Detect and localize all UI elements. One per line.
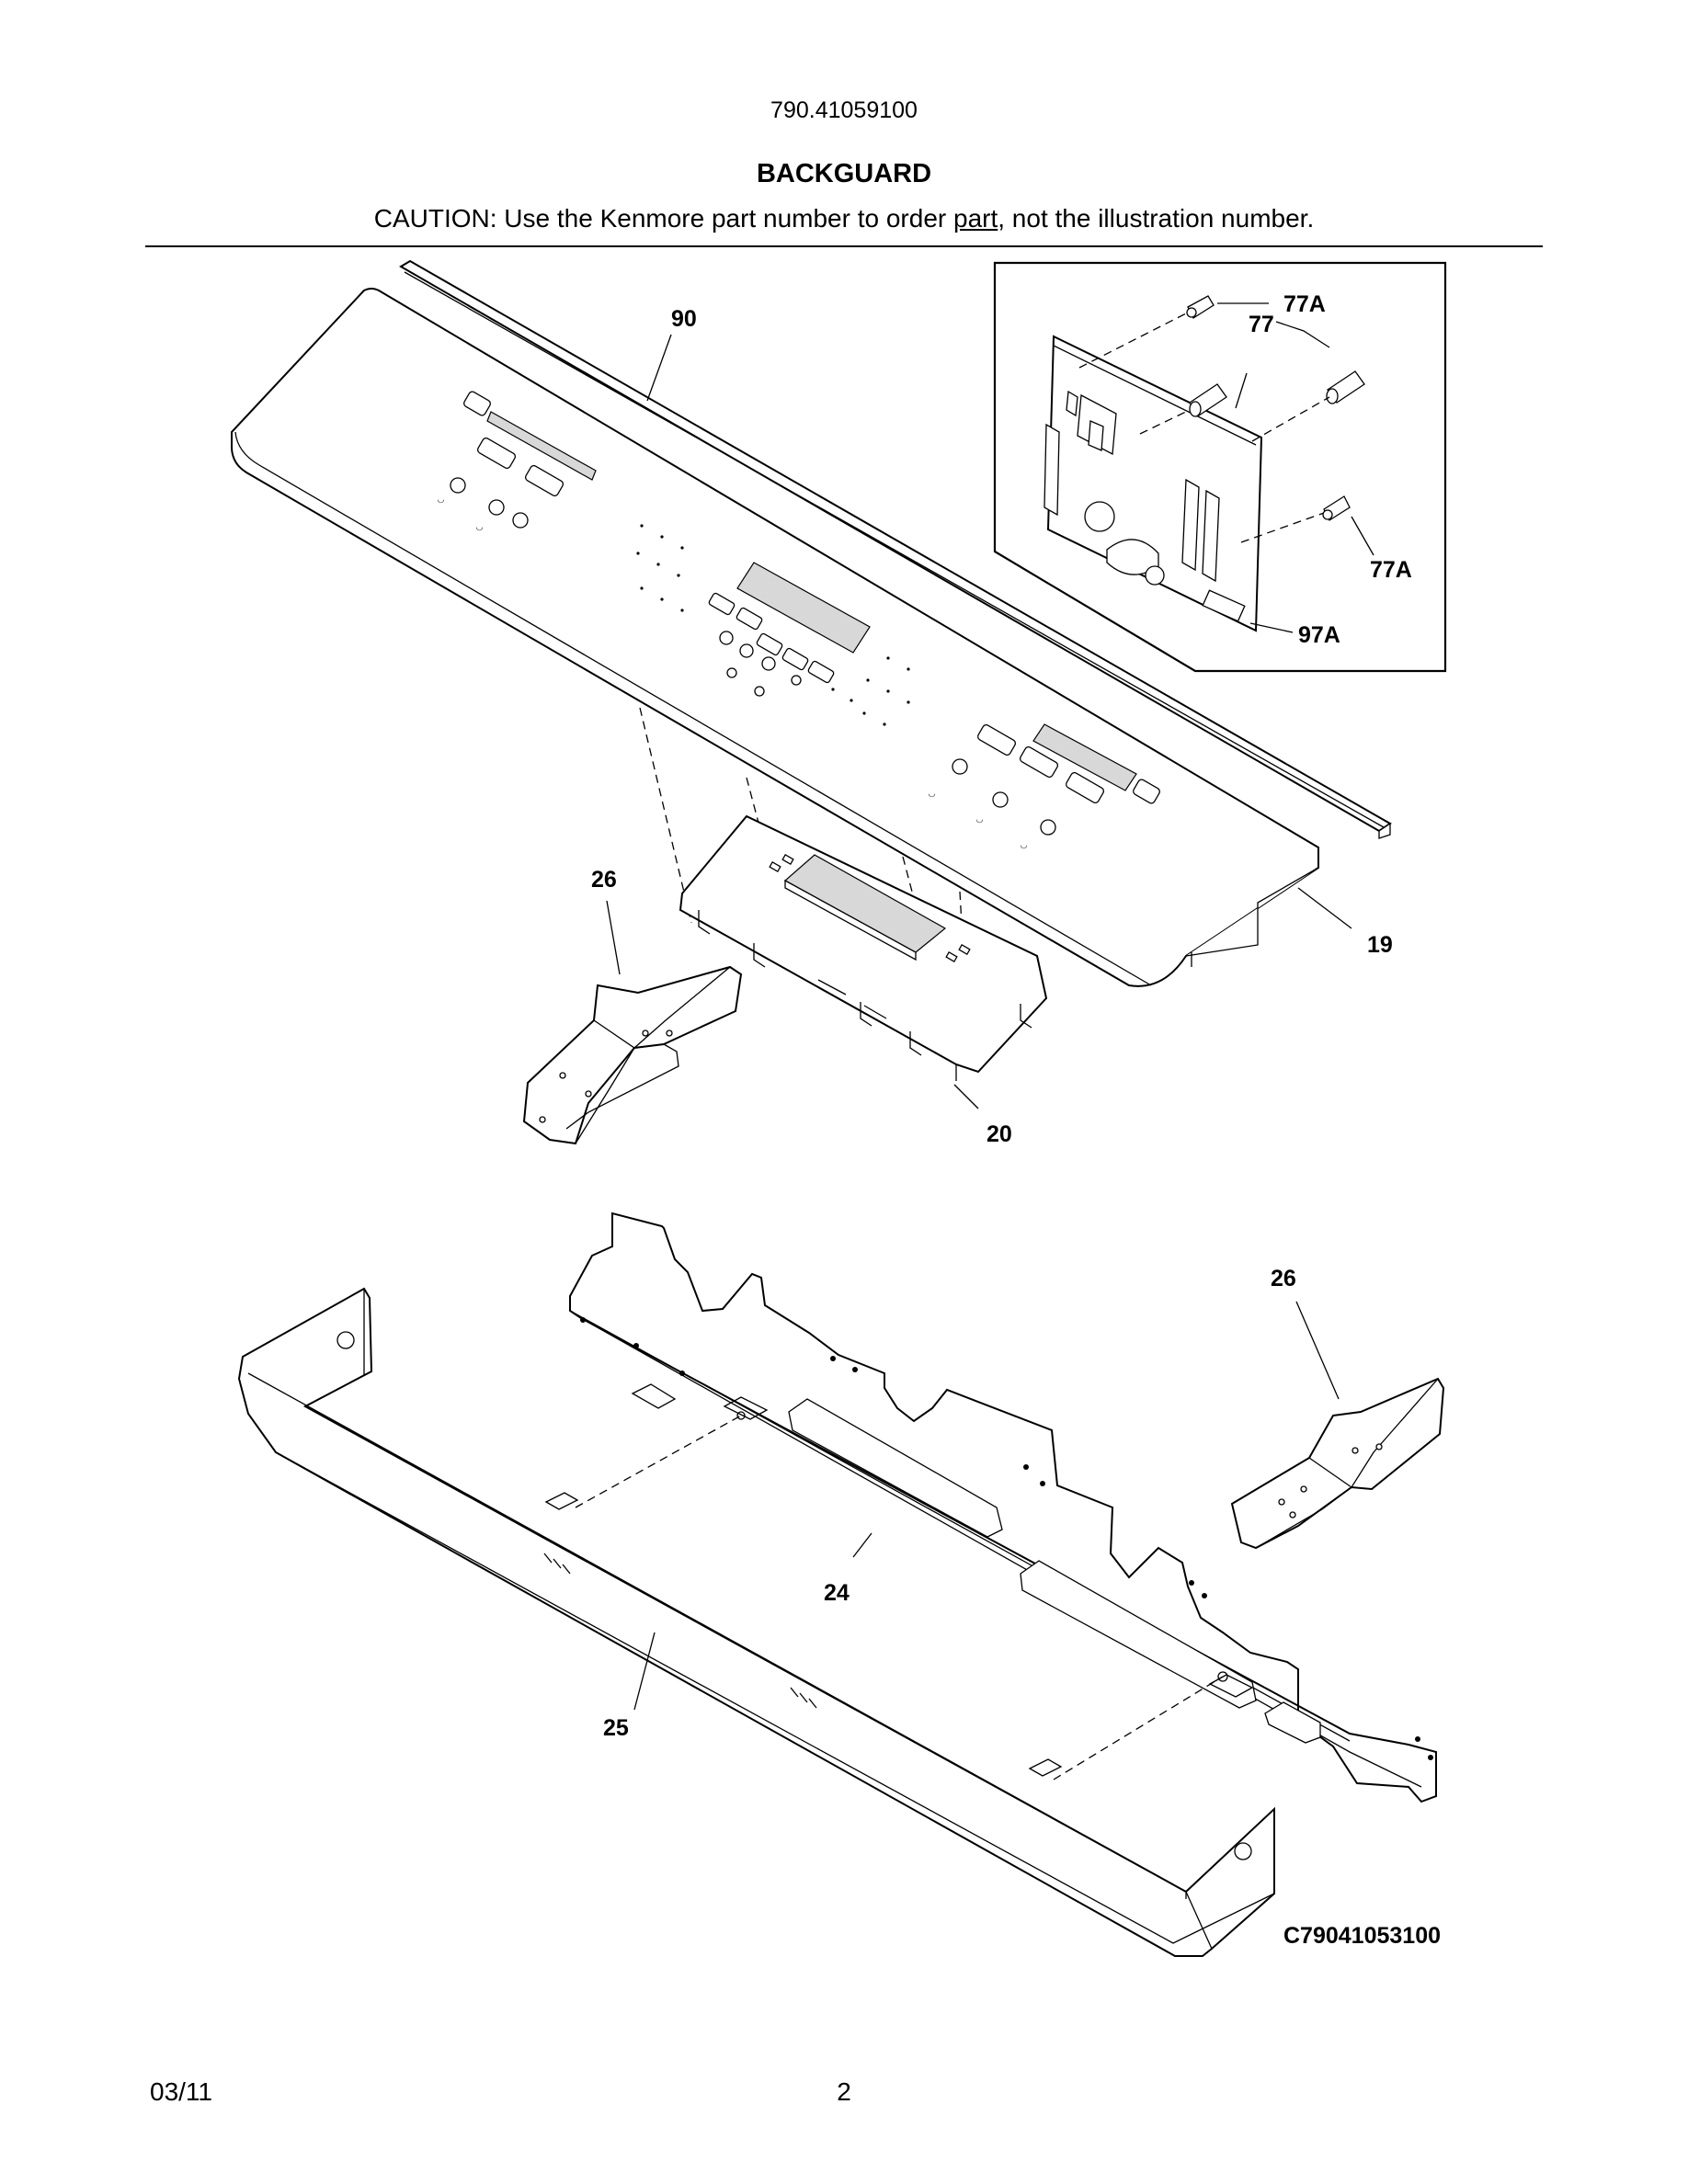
part-20-oven-control	[679, 814, 1048, 1081]
callout-77A-bottom: 77A	[1370, 557, 1412, 583]
connector-77-left	[1189, 383, 1227, 417]
callout-26-lower: 26	[1271, 1266, 1296, 1291]
centre-keypad-icons	[636, 524, 910, 726]
diagram-code: C79041053100	[1283, 1923, 1441, 1949]
part-90-trim-strip	[399, 259, 1392, 839]
right-burner-icon-3: ◟◞	[1021, 840, 1027, 849]
right-burner-icon: ◟◞	[929, 789, 935, 798]
alignment-line-right	[1053, 1676, 1224, 1780]
part-19-backguard-panel: ◟◞ ◟◞	[231, 288, 1319, 987]
left-burner-icon-2: ◟◞	[476, 522, 483, 531]
caution-text: CAUTION: Use the Kenmore part number to …	[0, 204, 1688, 233]
callout-97A: 97A	[1298, 622, 1340, 648]
callout-90: 90	[671, 306, 697, 332]
left-burner-icon: ◟◞	[438, 495, 444, 504]
part-26-bracket-lower	[1230, 1377, 1445, 1550]
right-burner-icon-2: ◟◞	[976, 814, 983, 824]
header-rule	[145, 245, 1543, 247]
model-number: 790.41059100	[770, 97, 918, 123]
caution-suffix: , not the illustration number.	[998, 204, 1315, 233]
left-keypad-icons: ◟◞ ◟◞	[438, 391, 565, 531]
section-title: BACKGUARD	[756, 159, 932, 188]
alignment-line-left	[575, 1415, 742, 1508]
page-number: 2	[837, 2077, 851, 2106]
right-keypad-icons: ◟◞ ◟◞ ◟◞	[929, 724, 1160, 849]
part-26-bracket-upper	[522, 965, 743, 1145]
callout-19: 19	[1367, 932, 1393, 958]
inset-control-board-box	[993, 261, 1447, 673]
caution-part-link[interactable]: part	[953, 204, 998, 233]
connector-77A-top	[1186, 295, 1215, 319]
leader-lines	[606, 334, 1352, 1711]
part-25-trim-channel	[237, 1287, 1275, 1957]
connector-77A-bottom	[1322, 495, 1351, 521]
connector-77-right	[1326, 370, 1365, 404]
callout-24: 24	[824, 1580, 850, 1606]
footer-date: 03/11	[150, 2077, 212, 2106]
callout-25: 25	[603, 1715, 629, 1741]
part-24-rear-panel	[569, 1211, 1437, 1803]
caution-prefix: CAUTION: Use the Kenmore part number to …	[373, 204, 953, 233]
callout-77: 77	[1249, 312, 1274, 337]
callout-26-upper: 26	[591, 867, 617, 893]
callout-20: 20	[987, 1121, 1012, 1147]
callout-77A-top: 77A	[1283, 291, 1326, 317]
